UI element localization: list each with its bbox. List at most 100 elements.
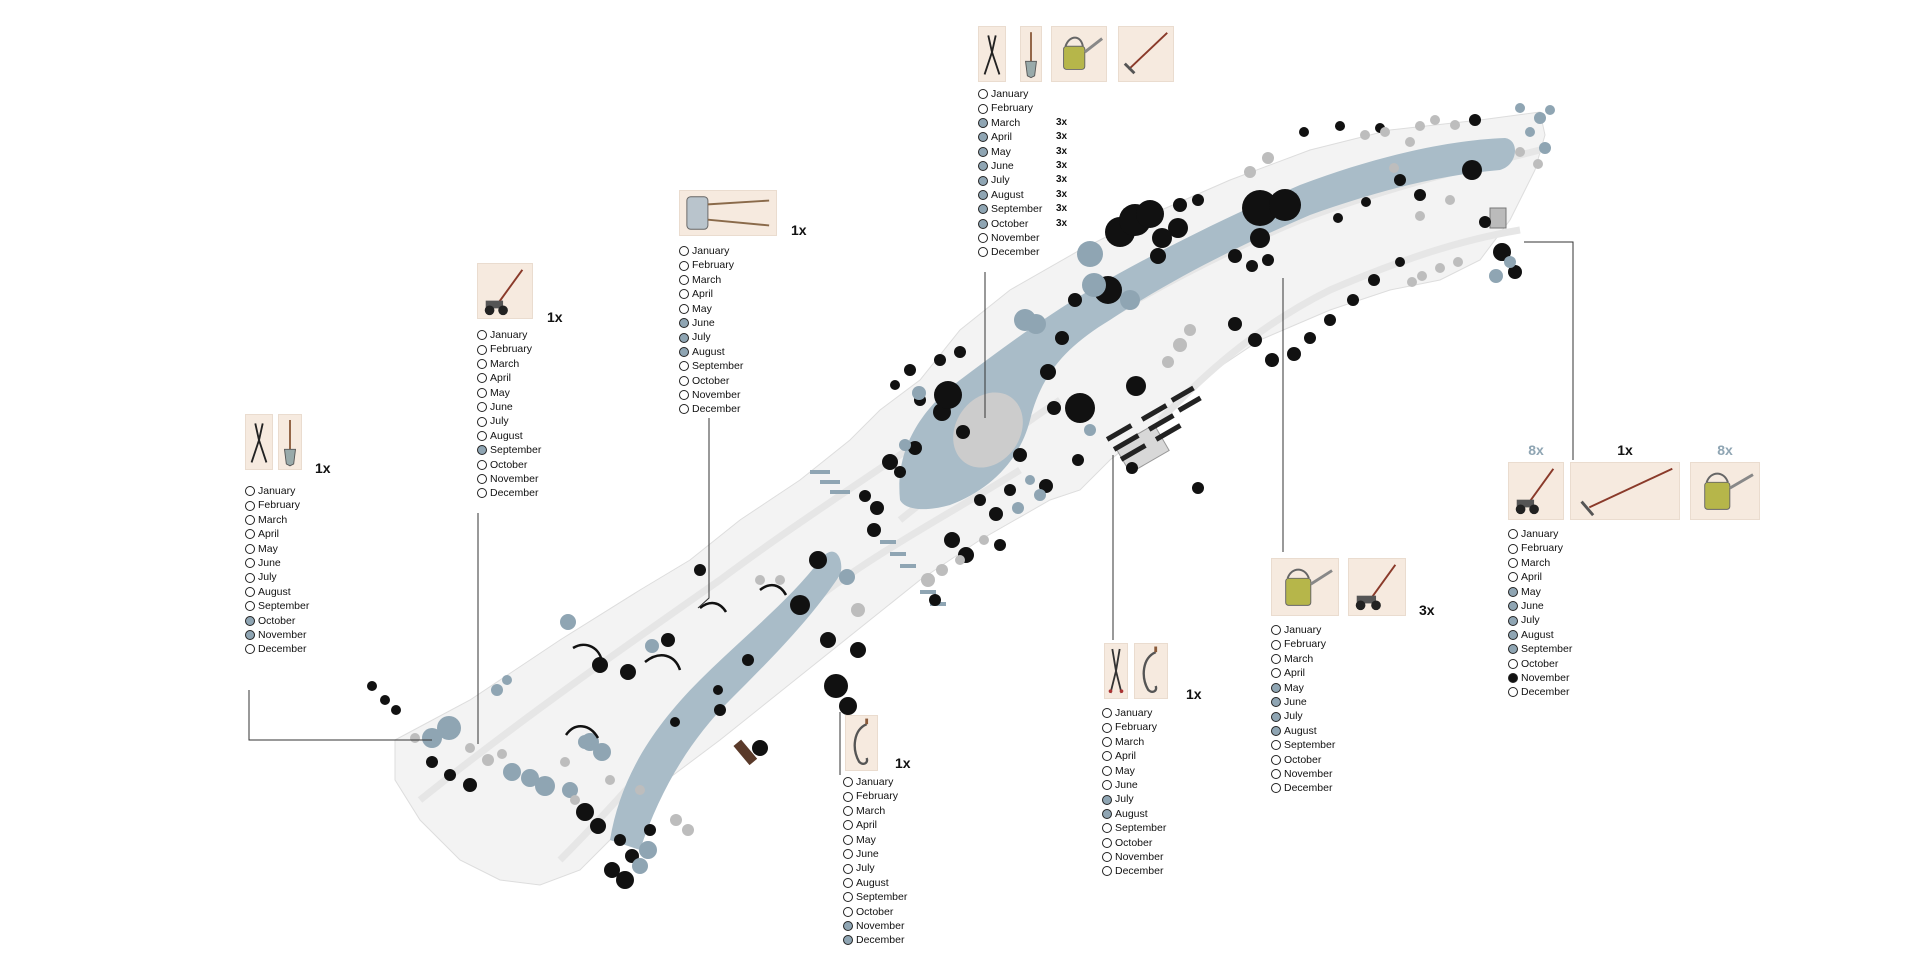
pruning-shears-icon bbox=[245, 414, 273, 470]
month-row-january: January bbox=[477, 328, 541, 342]
month-row-april: April bbox=[477, 371, 541, 385]
month-row-january: January bbox=[1271, 623, 1335, 637]
month-label: April bbox=[1284, 667, 1306, 680]
month-row-october: October bbox=[679, 374, 743, 388]
month-indicator-dot bbox=[1508, 586, 1518, 597]
month-label: March bbox=[1521, 556, 1551, 569]
month-row-june: June bbox=[843, 847, 907, 861]
month-label: February bbox=[490, 343, 533, 356]
month-label: December bbox=[856, 934, 905, 947]
month-indicator-dot bbox=[843, 906, 853, 917]
month-indicator-dot bbox=[978, 161, 988, 172]
tool-count: 1x bbox=[1186, 686, 1202, 702]
month-row-april: April bbox=[679, 287, 743, 301]
month-row-december: December bbox=[843, 933, 907, 947]
month-indicator-dot bbox=[245, 630, 255, 641]
month-row-october: October bbox=[978, 217, 1042, 231]
month-row-july: July bbox=[245, 570, 309, 584]
month-label: October bbox=[991, 217, 1029, 230]
hoe-icon bbox=[1118, 26, 1174, 82]
month-label: January bbox=[490, 329, 528, 341]
month-row-june: June bbox=[1271, 695, 1335, 709]
month-label: March bbox=[1284, 652, 1314, 665]
month-indicator-dot bbox=[978, 233, 988, 244]
month-label: January bbox=[258, 485, 296, 497]
month-indicator-dot bbox=[1102, 751, 1112, 762]
month-row-august: August bbox=[1271, 724, 1335, 738]
month-row-april: April bbox=[1102, 749, 1166, 763]
hedge-shears-icon bbox=[1104, 643, 1128, 699]
push-lawnmower-icon bbox=[1348, 558, 1406, 616]
repeat-count bbox=[1056, 245, 1067, 259]
month-label: June bbox=[692, 316, 715, 329]
month-indicator-dot bbox=[679, 390, 689, 401]
rake-icon bbox=[1570, 462, 1680, 520]
month-label: September bbox=[258, 600, 310, 613]
month-indicator-dot bbox=[1508, 687, 1518, 698]
month-indicator-dot bbox=[1102, 765, 1112, 776]
month-row-february: February bbox=[1508, 541, 1572, 555]
month-indicator-dot bbox=[477, 402, 487, 413]
month-label: January bbox=[991, 88, 1029, 100]
month-row-april: April bbox=[1271, 666, 1335, 680]
month-row-november: November bbox=[477, 472, 541, 486]
month-indicator-dot bbox=[1508, 572, 1518, 583]
month-label: December bbox=[991, 246, 1040, 259]
month-label: April bbox=[1115, 750, 1137, 763]
month-indicator-dot bbox=[679, 361, 689, 372]
month-indicator-dot bbox=[245, 529, 255, 540]
month-label: September bbox=[991, 203, 1043, 216]
month-indicator-dot bbox=[1271, 682, 1281, 693]
month-indicator-dot bbox=[245, 558, 255, 569]
month-label: February bbox=[1115, 721, 1158, 734]
month-label: January bbox=[692, 245, 730, 257]
repeat-count: 3x bbox=[1056, 174, 1068, 186]
month-row-november: November bbox=[843, 919, 907, 933]
month-row-november: November bbox=[679, 388, 743, 402]
repeat-count: 3x bbox=[1056, 145, 1068, 157]
month-label: October bbox=[856, 905, 894, 918]
month-row-september: September bbox=[1271, 738, 1335, 752]
month-label: January bbox=[1521, 528, 1559, 540]
month-label: July bbox=[692, 331, 711, 344]
month-label: October bbox=[258, 614, 296, 627]
month-row-may: May bbox=[679, 302, 743, 316]
month-label: September bbox=[1115, 822, 1167, 835]
month-row-march: March bbox=[245, 513, 309, 527]
tool-count-rake: 1x bbox=[1617, 442, 1633, 458]
pruning-shears-icon bbox=[978, 26, 1006, 82]
month-label: March bbox=[1115, 735, 1145, 748]
month-indicator-dot bbox=[978, 204, 988, 215]
month-indicator-dot bbox=[477, 488, 487, 499]
month-label: May bbox=[490, 386, 510, 399]
month-label: July bbox=[490, 415, 509, 428]
repeat-count bbox=[1056, 231, 1067, 245]
month-row-september: September bbox=[245, 599, 309, 613]
month-indicator-dot bbox=[477, 387, 487, 398]
month-indicator-dot bbox=[1508, 673, 1518, 684]
month-row-february: February bbox=[1102, 720, 1166, 734]
trees-dark bbox=[367, 114, 1522, 889]
month-row-october: October bbox=[245, 614, 309, 628]
month-indicator-dot bbox=[978, 175, 988, 186]
month-row-october: October bbox=[1102, 836, 1166, 850]
month-indicator-dot bbox=[1508, 615, 1518, 626]
month-indicator-dot bbox=[843, 805, 853, 816]
month-label: August bbox=[692, 345, 725, 358]
watering-can-icon bbox=[1051, 26, 1107, 82]
month-label: June bbox=[1284, 695, 1307, 708]
repeat-count: 3x bbox=[1056, 203, 1068, 215]
month-indicator-dot bbox=[1271, 769, 1281, 780]
month-label: December bbox=[1284, 782, 1333, 795]
month-indicator-dot bbox=[245, 572, 255, 583]
month-label: May bbox=[991, 145, 1011, 158]
month-label: April bbox=[258, 528, 280, 541]
month-row-october: October bbox=[1271, 753, 1335, 767]
month-label: April bbox=[991, 131, 1013, 144]
month-label: May bbox=[1115, 764, 1135, 777]
month-label: July bbox=[1521, 614, 1540, 627]
month-indicator-dot bbox=[245, 486, 255, 497]
month-label: January bbox=[1284, 624, 1322, 636]
month-row-november: November bbox=[978, 231, 1042, 245]
month-indicator-dot bbox=[1271, 625, 1281, 636]
